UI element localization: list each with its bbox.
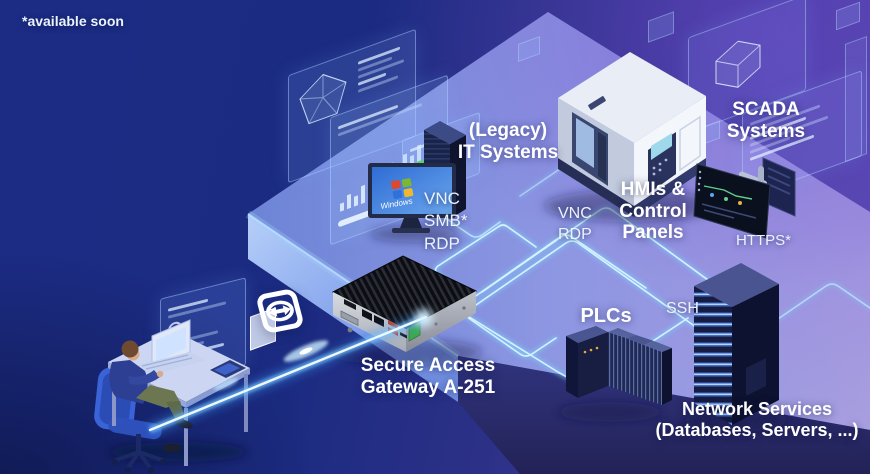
- legacy-it-label: (Legacy) IT Systems: [457, 120, 559, 163]
- remote-user: [94, 319, 250, 473]
- teamviewer-icon: [255, 287, 305, 335]
- hmi-panel: [693, 163, 771, 239]
- person: [109, 340, 193, 452]
- laptop: [134, 319, 206, 376]
- hmis-label: HMIs & Control Panels: [619, 179, 687, 244]
- network-services-label: Network Services (Databases, Servers, ..…: [655, 399, 859, 440]
- wireframe-cube-glyph: [715, 40, 761, 88]
- network-protocol: SSH: [666, 300, 699, 317]
- cnc-machine: [558, 52, 706, 217]
- available-soon-note: *available soon: [22, 13, 124, 29]
- server-rack: [694, 263, 779, 425]
- scada-protocol: HTTPS*: [736, 232, 792, 249]
- radar-chart-glyph: [299, 73, 347, 125]
- scada-label: SCADA Systems: [726, 99, 806, 142]
- dashboard-panel-cube: [688, 0, 806, 134]
- teamviewer-arrow-glyph: [266, 300, 294, 322]
- plcs-label: PLCs: [580, 305, 632, 327]
- beam-flares: [213, 309, 433, 391]
- gateway-device: [331, 255, 478, 352]
- windows-logo-icon: [390, 178, 414, 199]
- dashboard-panel-radar: [288, 28, 416, 184]
- legacy-monitor: Windows: [368, 163, 456, 233]
- hmi-protocols: VNC RDP: [558, 205, 592, 244]
- gateway-label: Secure Access Gateway A-251: [360, 355, 496, 398]
- legacy-protocols: VNC SMB* RDP: [424, 189, 468, 253]
- plc-modules: [566, 326, 672, 405]
